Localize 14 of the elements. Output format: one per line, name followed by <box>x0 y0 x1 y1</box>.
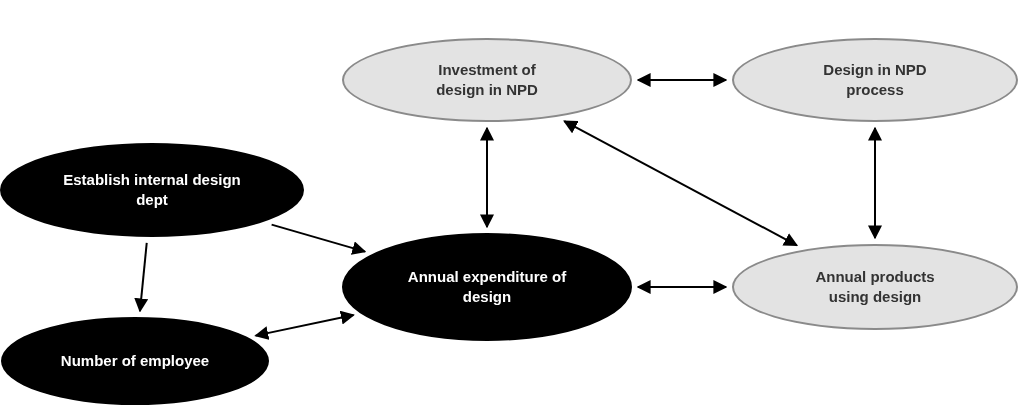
arrow <box>868 126 882 240</box>
arrow <box>636 280 728 294</box>
node-label: Design in NPD process <box>822 59 928 100</box>
node-label: Annual products using design <box>814 266 936 307</box>
arrow <box>270 223 367 255</box>
node-label: Investment of design in NPD <box>435 59 539 100</box>
arrow <box>134 241 149 313</box>
arrow <box>636 73 728 87</box>
arrow <box>254 310 355 340</box>
node-label: Establish internal design dept <box>62 169 242 210</box>
arrow <box>480 126 494 229</box>
node-label: Number of employee <box>60 350 210 371</box>
node-label: Annual expenditure of design <box>406 266 568 307</box>
arrow <box>563 120 799 247</box>
